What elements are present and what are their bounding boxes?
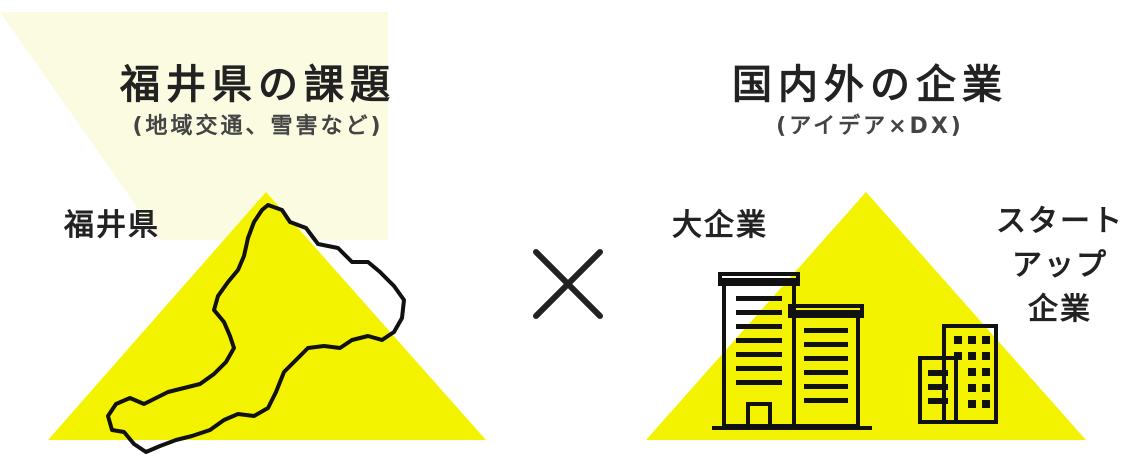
- right-block-subtitle: (アイデア×DX): [776, 114, 964, 139]
- small-office-windows: [928, 336, 990, 408]
- right-block-title: 国内外の企業: [732, 62, 1008, 108]
- left-block-subtitle: (地域交通、雪害など): [132, 114, 384, 139]
- large-office-windows: [736, 296, 848, 403]
- right-yellow-triangle: [646, 192, 1086, 440]
- backdrop-white-wedge: [0, 12, 160, 240]
- fukui-map-outline-icon: [106, 203, 406, 454]
- left-block-label: 福井県: [64, 208, 160, 243]
- left-yellow-triangle: [48, 192, 486, 440]
- startup-label-line: アップ: [1012, 248, 1108, 283]
- multiply-cross-icon: [533, 249, 603, 319]
- left-block-title: 福井県の課題: [120, 62, 396, 108]
- large-office-buildings-icon: [712, 272, 872, 430]
- startup-label-line: 企業: [1028, 292, 1092, 327]
- startup-label: スタート アップ 企業: [990, 200, 1130, 332]
- startup-label-line: スタート: [996, 204, 1124, 239]
- large-enterprise-label: 大企業: [672, 208, 768, 243]
